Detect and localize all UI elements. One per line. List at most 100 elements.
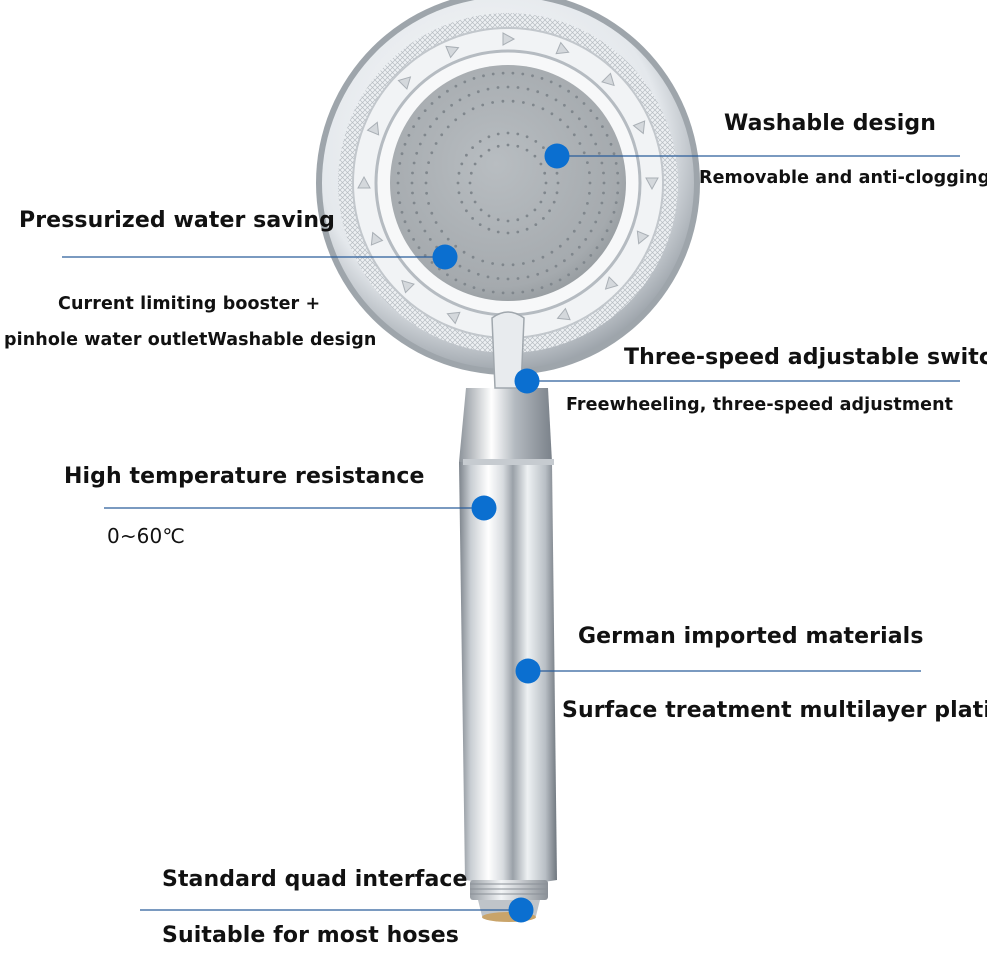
nozzle-hole xyxy=(457,191,461,195)
nozzle-hole xyxy=(456,181,460,185)
nozzle-hole xyxy=(501,99,505,103)
nozzle-hole xyxy=(434,142,438,145)
nozzle-hole xyxy=(417,116,421,120)
nozzle-hole xyxy=(428,238,432,241)
nozzle-hole xyxy=(602,191,605,195)
nozzle-hole xyxy=(418,142,422,146)
callout-dot-switch xyxy=(514,368,540,394)
nozzle-hole xyxy=(427,202,430,205)
nozzle-hole xyxy=(454,244,458,248)
nozzle-hole xyxy=(430,211,434,215)
nozzle-hole xyxy=(555,191,559,195)
nozzle-hole xyxy=(506,143,510,147)
nozzle-hole xyxy=(412,161,416,165)
nozzle-hole xyxy=(563,103,566,107)
nozzle-hole xyxy=(539,162,543,166)
nozzle-hole xyxy=(589,229,593,233)
nozzle-hole xyxy=(446,237,450,241)
nozzle-hole xyxy=(472,77,476,80)
callout-dots xyxy=(432,143,570,923)
nozzle-hole xyxy=(479,208,483,212)
nozzle-hole xyxy=(450,103,453,107)
nozzle-hole xyxy=(440,133,444,137)
nozzle-hole xyxy=(594,142,598,146)
nozzle-hole xyxy=(425,171,428,175)
nozzle-hole xyxy=(400,210,404,214)
nozzle-hole xyxy=(435,117,439,121)
nozzle-hole xyxy=(516,277,520,280)
nozzle-hole xyxy=(411,171,414,175)
nozzle-hole xyxy=(496,218,500,222)
arrow-mark xyxy=(446,311,461,325)
nozzle-hole xyxy=(570,110,574,114)
nozzle-hole xyxy=(491,72,495,76)
nozzle-hole xyxy=(458,264,462,268)
arrow-mark xyxy=(556,307,571,321)
nozzle-hole xyxy=(577,245,581,249)
nozzle-hole xyxy=(612,210,616,214)
nozzle-hole xyxy=(526,275,530,279)
nozzle-hole xyxy=(465,153,468,157)
nozzle-hole xyxy=(541,255,545,259)
nozzle-hole xyxy=(471,217,474,220)
arrow-mark xyxy=(604,276,619,290)
nozzle-hole xyxy=(423,109,427,112)
nozzle-hole xyxy=(609,220,613,224)
nozzle-hole xyxy=(396,181,400,185)
nozzle-hole xyxy=(454,278,458,282)
nozzle-hole xyxy=(522,262,525,265)
nozzle-hole xyxy=(584,238,588,241)
nozzle-hole xyxy=(463,282,467,286)
nozzle-hole xyxy=(533,208,537,212)
nozzle-hole xyxy=(534,140,538,143)
nozzle-hole xyxy=(531,103,535,107)
nozzle-hole xyxy=(501,263,505,267)
nozzle-hole xyxy=(578,221,582,224)
nozzle-hole xyxy=(496,132,500,136)
nozzle-hole xyxy=(438,95,441,99)
nozzle-hole xyxy=(478,223,482,227)
nozzle-hole xyxy=(601,125,604,128)
nozzle-hole xyxy=(541,107,545,111)
nozzle-hole xyxy=(469,191,473,195)
nozzle-hole xyxy=(588,171,591,175)
nozzle-hole xyxy=(534,223,538,227)
nozzle-hole xyxy=(586,161,589,165)
materials-title: German imported materials xyxy=(578,624,924,649)
nozzle-hole xyxy=(460,200,464,204)
nozzle-hole xyxy=(473,162,477,166)
nozzle-hole xyxy=(407,229,411,233)
nozzle-hole xyxy=(567,89,570,93)
interface-title: Standard quad interface xyxy=(162,867,468,892)
nozzle-hole xyxy=(423,229,427,233)
nozzle-hole xyxy=(595,246,599,250)
arrow-mark xyxy=(555,41,570,55)
nozzle-hole xyxy=(588,191,591,195)
nozzle-hole xyxy=(481,259,485,263)
pressurized-detail-line1: Current limiting booster + xyxy=(58,294,321,314)
nozzle-hole xyxy=(501,291,505,295)
nozzle-hole xyxy=(423,254,427,257)
nozzle-hole xyxy=(467,93,471,97)
nozzle-hole xyxy=(577,117,581,121)
nozzle-hole xyxy=(540,77,544,80)
nozzle-hole xyxy=(544,181,548,185)
nozzle-hole xyxy=(462,250,466,254)
nozzle-hole xyxy=(525,227,529,231)
arrow-mark xyxy=(636,230,650,245)
nozzle-hole xyxy=(424,181,428,185)
switch-detail: Freewheeling, three-speed adjustment xyxy=(566,395,954,415)
nozzle-hole xyxy=(554,264,558,268)
nozzle-hole xyxy=(511,291,515,295)
nozzle-hole xyxy=(481,103,485,107)
nozzle-hole xyxy=(555,171,559,175)
switch-title: Three-speed adjustable switch xyxy=(624,345,987,370)
nozzle-hole xyxy=(398,162,402,165)
callout-dot-temperature xyxy=(471,495,497,521)
nozzle-hole xyxy=(575,267,578,271)
nozzle-hole xyxy=(584,125,588,128)
pressurized-title: Pressurized water saving xyxy=(19,208,336,233)
nozzle-hole xyxy=(572,133,576,137)
nozzle-hole xyxy=(540,286,544,289)
nozzle-hole xyxy=(558,118,562,122)
